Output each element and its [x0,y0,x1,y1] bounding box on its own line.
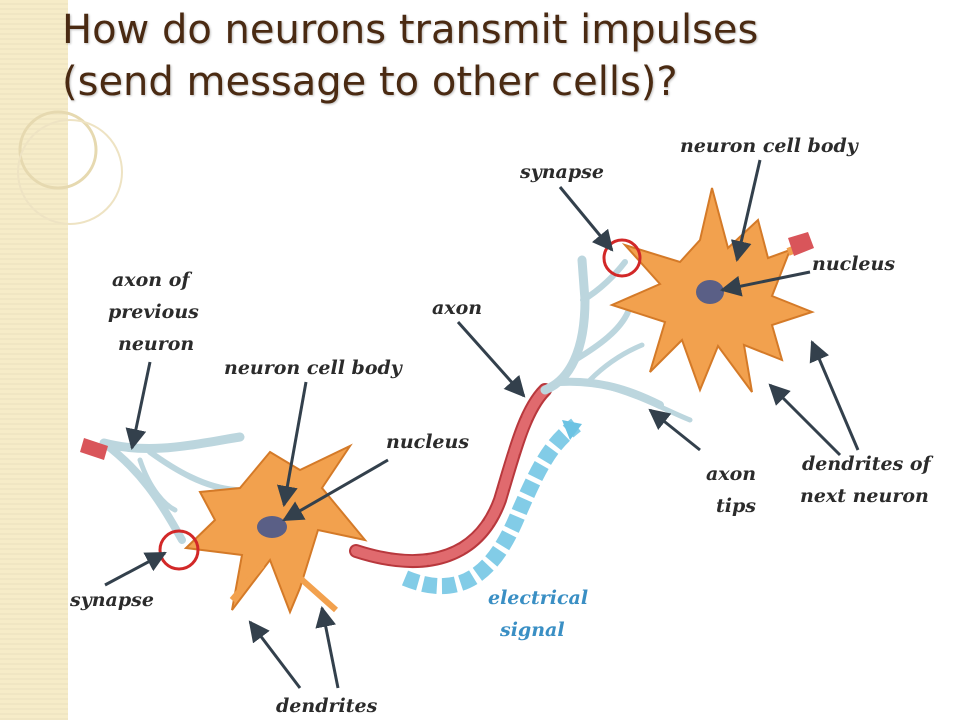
previous-axon-end [80,438,108,460]
axon-tips [540,255,693,423]
title-line-2: (send message to other cells)? [62,59,678,105]
label-electrical-signal-line1: electrical [488,587,588,609]
label-axon-tips-line2: tips [716,495,756,517]
label-dendrites-of-next-neuron-line2: next neuron [800,485,929,507]
decorative-rings [17,110,123,225]
label-axon-tips-line1: axon [706,463,756,485]
electrical-signal-arrow [401,418,582,595]
right-nucleus [696,280,724,304]
label-synapse-top: synapse [519,161,604,183]
label-axon-of-previous-neuron-line1: axon of [112,269,192,291]
title-line-1: How do neurons transmit impulses [62,7,759,53]
label-synapse-bottom: synapse [69,589,154,611]
label-nucleus-left: nucleus [386,431,469,453]
synapse-circle-bottom [158,529,200,571]
label-axon-of-previous-neuron-line2: previous [108,301,199,323]
label-axon-of-previous-neuron-line3: neuron [118,333,194,355]
label-axon: axon [432,297,482,319]
label-dendrites: dendrites [276,695,378,717]
slide-title: How do neurons transmit impulses (send m… [62,4,942,108]
label-neuron-cell-body-right: neuron cell body [680,135,860,157]
label-dendrites-of-next-neuron-line1: dendrites of [802,453,934,475]
label-nucleus-right: nucleus [812,253,895,275]
label-electrical-signal-line2: signal [499,619,565,641]
synapse-circle-top [602,238,642,278]
axon [349,383,552,568]
label-neuron-cell-body-left: neuron cell body [224,357,404,379]
pointer-arrows [104,159,860,689]
left-nucleus [257,516,287,538]
right-neuron-end [788,232,814,256]
